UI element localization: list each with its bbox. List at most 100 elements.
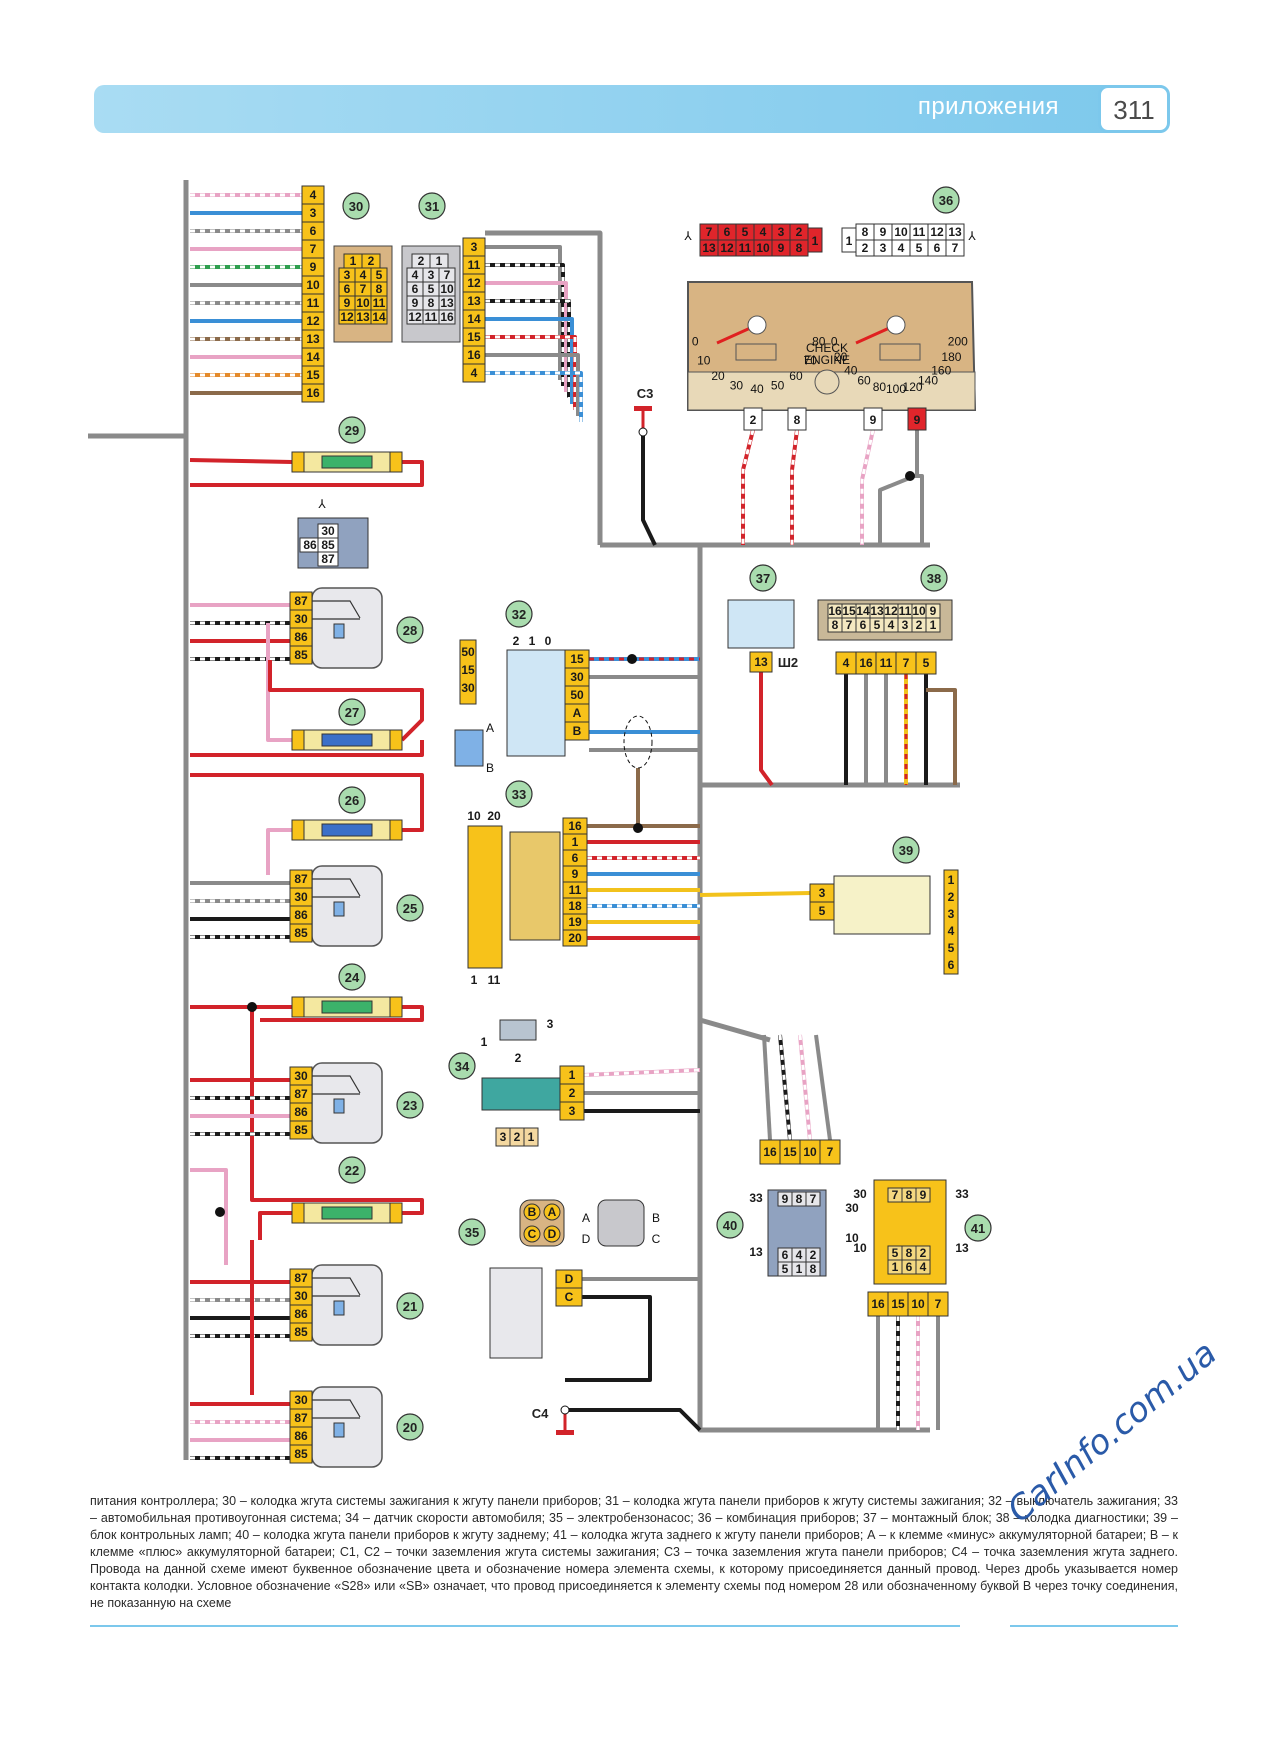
cluster-red-end-pin: 1 [812, 234, 819, 248]
mid-harness-wire [485, 299, 571, 398]
cluster-wire-8-stripe [790, 429, 799, 545]
alarm-33-body [509, 831, 561, 941]
relay-20-pin: 85 [294, 1447, 308, 1461]
block-40-pin: 8 [810, 1262, 817, 1276]
page-number-box: 311 [1098, 85, 1170, 133]
callout-33 [505, 780, 533, 808]
block-31-pin: 7 [444, 268, 451, 282]
relay-socket-pin: 87 [321, 552, 335, 566]
fuse-22-element [321, 1206, 373, 1220]
block-41-pin: 8 [906, 1246, 913, 1260]
pump-35-connector-pin: C [565, 1290, 574, 1304]
cluster-white-bottom-pin: 5 [916, 241, 923, 255]
block-41-pin: 5 [892, 1246, 899, 1260]
pump-35-wire-c [565, 1295, 652, 1382]
switch-32-connector-pin: 50 [570, 688, 584, 702]
pump-35-plug-cell [523, 1203, 541, 1221]
diag-38-bottom-pin: 7 [846, 618, 853, 632]
diag-38-connector-pin: 16 [859, 656, 873, 670]
rear-a-wire [814, 1034, 832, 1141]
callout-20-label: 20 [403, 1420, 417, 1435]
rear-harness-b-cell [927, 1291, 949, 1317]
pump-35-connector-cell [555, 1287, 583, 1307]
callout-23 [396, 1091, 424, 1119]
relay-socket-pin: 86 [303, 538, 317, 552]
callout-29-label: 29 [345, 423, 359, 438]
fuse-26-in [190, 773, 424, 832]
harness-left-connector-pin: 10 [306, 278, 320, 292]
pump-35-plug-cell [523, 1225, 541, 1243]
block-31-pin: 13 [440, 296, 454, 310]
block-41-pin: 4 [920, 1260, 927, 1274]
junction-dot [627, 654, 637, 664]
relay-25-pin: 86 [294, 908, 308, 922]
speedo-gauge-tick: 60 [857, 373, 871, 387]
callout-23-label: 23 [403, 1098, 417, 1113]
block-41-top-pin: 9 [920, 1188, 927, 1202]
relay-21-cell [289, 1322, 313, 1342]
block-40-top-cell [805, 1191, 821, 1207]
block-40-pin: 6 [782, 1248, 789, 1262]
fuse-29-end [389, 451, 403, 473]
cluster-white-bottom-pin: 2 [862, 241, 869, 255]
harness-mid-connector-pin: 15 [467, 330, 481, 344]
alarm-33-connector-pin: 18 [568, 899, 582, 913]
speedo-gauge-tick: 120 [903, 380, 923, 394]
tach-gauge-tick: 20 [711, 369, 725, 383]
diag-38-top-pin: 16 [828, 604, 842, 618]
ground-c3-wire [641, 436, 657, 546]
tach-gauge-tick: 30 [730, 379, 744, 393]
callout-28 [396, 616, 424, 644]
block-41-cell [915, 1259, 931, 1275]
relay-socket-pin: 85 [321, 538, 335, 552]
cluster-out-cell [787, 407, 807, 431]
block-41-side: 10 [853, 1241, 867, 1255]
block-31-pin: 16 [440, 310, 454, 324]
block-31-pin: 10 [440, 282, 454, 296]
fuse-29-end [291, 451, 305, 473]
connector-symbol: ⅄ [967, 229, 976, 243]
harness-mid-connector-pin: 11 [468, 258, 481, 272]
block-30-pin: 12 [340, 310, 354, 324]
pump-35-plug-cell [543, 1225, 561, 1243]
cluster-out-pin: 9 [914, 413, 921, 427]
cluster-red-top-pin: 4 [760, 225, 767, 239]
diag-38-bottom-pin: 3 [902, 618, 909, 632]
block-30-pin: 6 [344, 282, 351, 296]
vss-34-connector-pin: 3 [569, 1104, 576, 1118]
cluster-red-top-pin: 5 [742, 225, 749, 239]
callout-29 [338, 416, 366, 444]
connector-symbol: ⅄ [317, 497, 326, 511]
alarm-33-connector-pin: 11 [569, 883, 582, 897]
diag-38-bottom-pin: 4 [888, 618, 895, 632]
diag-38-connector-pin: 11 [880, 656, 893, 670]
mid-harness-wire [485, 317, 574, 404]
block-30-pin: 14 [372, 310, 386, 324]
diag-38-top-pin: 10 [912, 604, 926, 618]
rear-harness-a-pin: 16 [763, 1145, 777, 1159]
relay-28-pin: 86 [294, 630, 308, 644]
cluster-out-cell [743, 407, 763, 431]
callout-20 [396, 1413, 424, 1441]
cluster-red-bottom-pin: 9 [778, 241, 785, 255]
block-41-side: 30 [853, 1187, 867, 1201]
callout-31 [418, 192, 446, 220]
alarm-33-connector-pin: 6 [572, 851, 579, 865]
diag-38-bottom-pin: 6 [860, 618, 867, 632]
diag-38-top-pin: 15 [842, 604, 856, 618]
speedo-gauge-tick: 20 [834, 350, 848, 364]
cluster-wire-2-stripe [741, 429, 755, 545]
cluster-out-pin: 8 [794, 413, 801, 427]
relay-23-pin: 87 [294, 1087, 308, 1101]
harness-left-connector-pin: 6 [310, 224, 317, 238]
relay-23-pin: 86 [294, 1105, 308, 1119]
block-30-pin: 7 [360, 282, 367, 296]
cluster-out-pin: 9 [870, 413, 877, 427]
ground-c3-symbol [634, 406, 652, 411]
block-40-top-pin: 9 [782, 1192, 789, 1206]
lamps-39-plug-pin: 2 [948, 890, 955, 904]
alarm-33-plug [467, 825, 503, 969]
block-41-top-pin: 8 [906, 1188, 913, 1202]
callout-39-label: 39 [899, 843, 913, 858]
check-engine-label: ENGINE [804, 353, 850, 367]
